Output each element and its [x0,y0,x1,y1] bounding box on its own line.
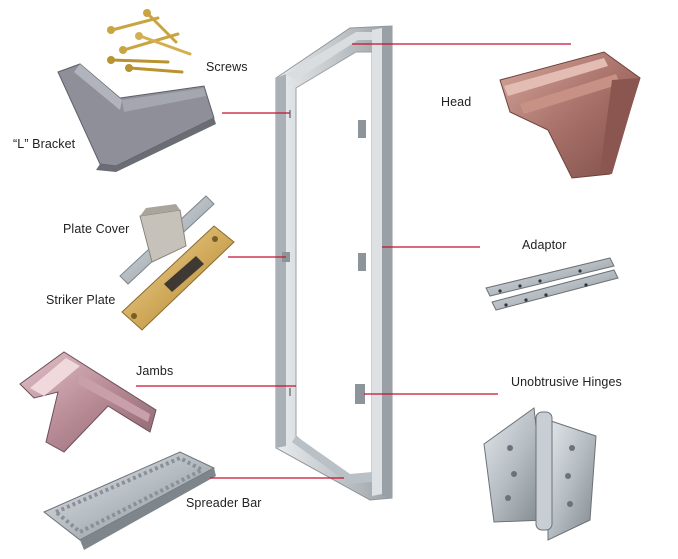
plate-cover-image [119,195,215,285]
label-head: Head [441,95,472,109]
label-l-bracket: “L” Bracket [13,137,76,151]
label-striker-plate: Striker Plate [46,293,116,307]
jambs-image [19,351,157,453]
label-adaptor: Adaptor [522,238,567,252]
adaptor-image [485,257,619,311]
spreader-bar-image [43,451,216,550]
label-jambs: Jambs [136,364,174,378]
leader-lines [136,43,571,479]
striker-plate-image [121,225,235,331]
unobtrusive-hinges-image [483,407,597,541]
l-bracket-image [57,63,216,172]
screws-image [107,9,192,74]
label-spreader-bar: Spreader Bar [186,496,262,510]
label-plate-cover: Plate Cover [63,222,130,236]
label-unobtrusive-hinges: Unobtrusive Hinges [511,375,622,389]
head-image [499,51,641,179]
door-frame [275,25,393,501]
label-screws: Screws [206,60,248,74]
